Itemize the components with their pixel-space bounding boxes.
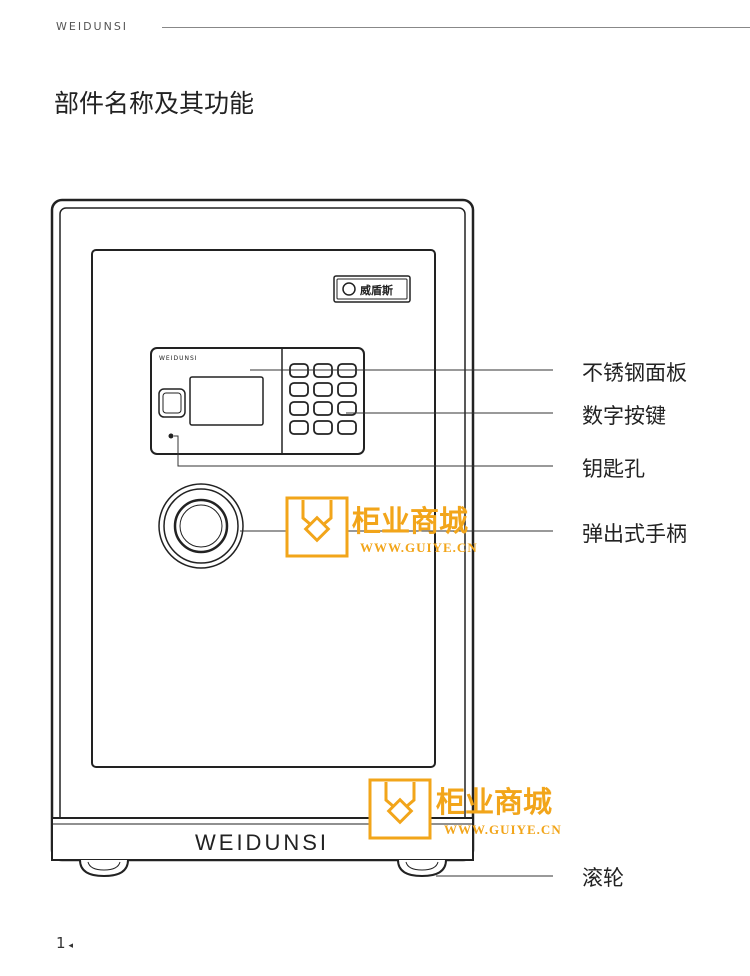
lcd-display (189, 376, 264, 426)
label-wheels: 滚轮 (582, 866, 624, 890)
leader-keyhole (174, 435, 553, 467)
page-number-value: 1 (56, 934, 66, 952)
watermark-logo-icon (386, 797, 414, 825)
keypad-button (337, 382, 357, 397)
watermark-2: 柜业商城 WWW.GUIYE.CN (368, 778, 562, 840)
wheel-right (397, 859, 447, 878)
keypad-button (337, 420, 357, 435)
watermark-url: WWW.GUIYE.CN (444, 822, 562, 837)
page-title: 部件名称及其功能 (54, 89, 255, 118)
wheel-left (79, 859, 129, 878)
watermark-url: WWW.GUIYE.CN (360, 540, 478, 555)
keypad-button (313, 401, 333, 416)
page-number: 1◂ (56, 934, 73, 952)
panel-brand: WEIDUNSI (159, 355, 198, 362)
key-cover (158, 388, 186, 418)
keypad-button (289, 401, 309, 416)
label-keyhole: 钥匙孔 (582, 457, 645, 481)
keypad-button (313, 382, 333, 397)
brand-badge: 威盾斯 (333, 275, 411, 303)
keypad-button (289, 420, 309, 435)
keypad-button (289, 382, 309, 397)
watermark-1: 柜业商城 WWW.GUIYE.CN (285, 496, 478, 558)
keypad (289, 363, 357, 435)
label-keypad: 数字按键 (582, 404, 666, 428)
watermark-logo-icon (303, 515, 331, 543)
watermark-text: 柜业商城 (352, 504, 468, 538)
control-panel: WEIDUNSI (150, 347, 365, 455)
badge-text: 威盾斯 (360, 283, 393, 297)
watermark-text: 柜业商城 (436, 785, 552, 819)
safe-door (91, 249, 436, 768)
keypad-button (337, 401, 357, 416)
header-brand: WEIDUNSI (56, 20, 129, 33)
pop-out-handle (158, 483, 244, 569)
base-brand: WEIDUNSI (195, 830, 329, 855)
header-divider (162, 27, 750, 28)
label-panel: 不锈钢面板 (582, 361, 687, 385)
badge-logo-icon (342, 282, 356, 296)
keyhole-icon (168, 433, 174, 439)
label-handle: 弹出式手柄 (582, 522, 687, 546)
page-marker-icon: ◂ (68, 941, 74, 951)
keypad-button (313, 420, 333, 435)
